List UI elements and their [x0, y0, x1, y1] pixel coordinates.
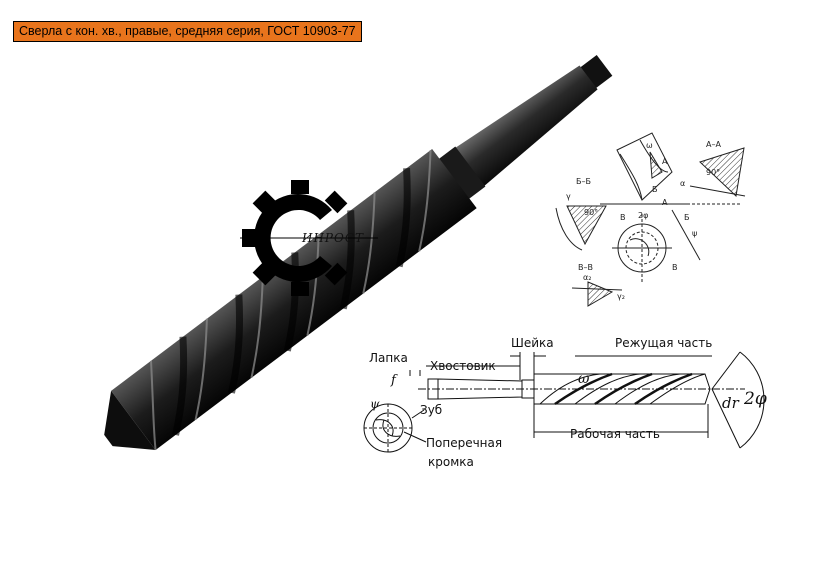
drill-photo	[104, 55, 613, 451]
mark-v-1: В	[620, 213, 626, 222]
drill-point	[104, 390, 156, 451]
label-f: f	[390, 373, 398, 388]
geometry-diagram	[555, 132, 746, 307]
mark-v-2: В	[672, 263, 678, 272]
angle-gamma: γ	[566, 192, 571, 201]
angle-90-aa: 90°	[706, 168, 720, 177]
mark-b-1: Б	[652, 185, 658, 194]
inrost-logo: ИНРОСТ	[240, 180, 378, 296]
angle-alpha2: α₂	[583, 273, 591, 282]
angle-2phi: 2φ	[638, 211, 648, 220]
angle-omega-top: ω	[646, 141, 653, 150]
label-rabochaya: Рабочая часть	[570, 427, 660, 441]
section-bb-label: Б–Б	[576, 177, 591, 186]
mark-b-2: Б	[684, 213, 690, 222]
page-title: Сверла с кон. хв., правые, средняя серия…	[13, 21, 362, 42]
angle-gamma2: γ₂	[617, 292, 625, 301]
drill-schematic	[363, 351, 765, 453]
mark-a-2: А	[662, 198, 668, 207]
drill-tang	[579, 55, 613, 90]
label-khvostovik: Хвостовик	[430, 359, 496, 373]
section-aa-label: А–А	[706, 140, 721, 149]
mark-a-1: А	[662, 157, 668, 166]
label-dr: dr	[722, 394, 740, 412]
label-rezhuschaya: Режущая часть	[615, 336, 712, 350]
label-poperechnaya: Поперечная	[426, 436, 502, 450]
angle-psi: ψ	[692, 229, 697, 238]
label-psi: ψ	[370, 397, 380, 411]
label-sheyka: Шейка	[511, 336, 554, 350]
angle-alpha: α	[680, 179, 685, 188]
logo-text: ИНРОСТ	[301, 231, 364, 245]
label-2phi: 2φ	[743, 389, 767, 409]
label-omega: ω	[578, 371, 590, 387]
drill-neck	[437, 146, 486, 200]
label-kromka: кромка	[428, 455, 474, 469]
angle-90-bb: 90°	[584, 208, 598, 217]
section-vv-label: В–В	[578, 263, 593, 272]
label-zub: Зуб	[420, 403, 442, 417]
label-lapka: Лапка	[369, 351, 408, 365]
drill-shank	[454, 65, 598, 187]
